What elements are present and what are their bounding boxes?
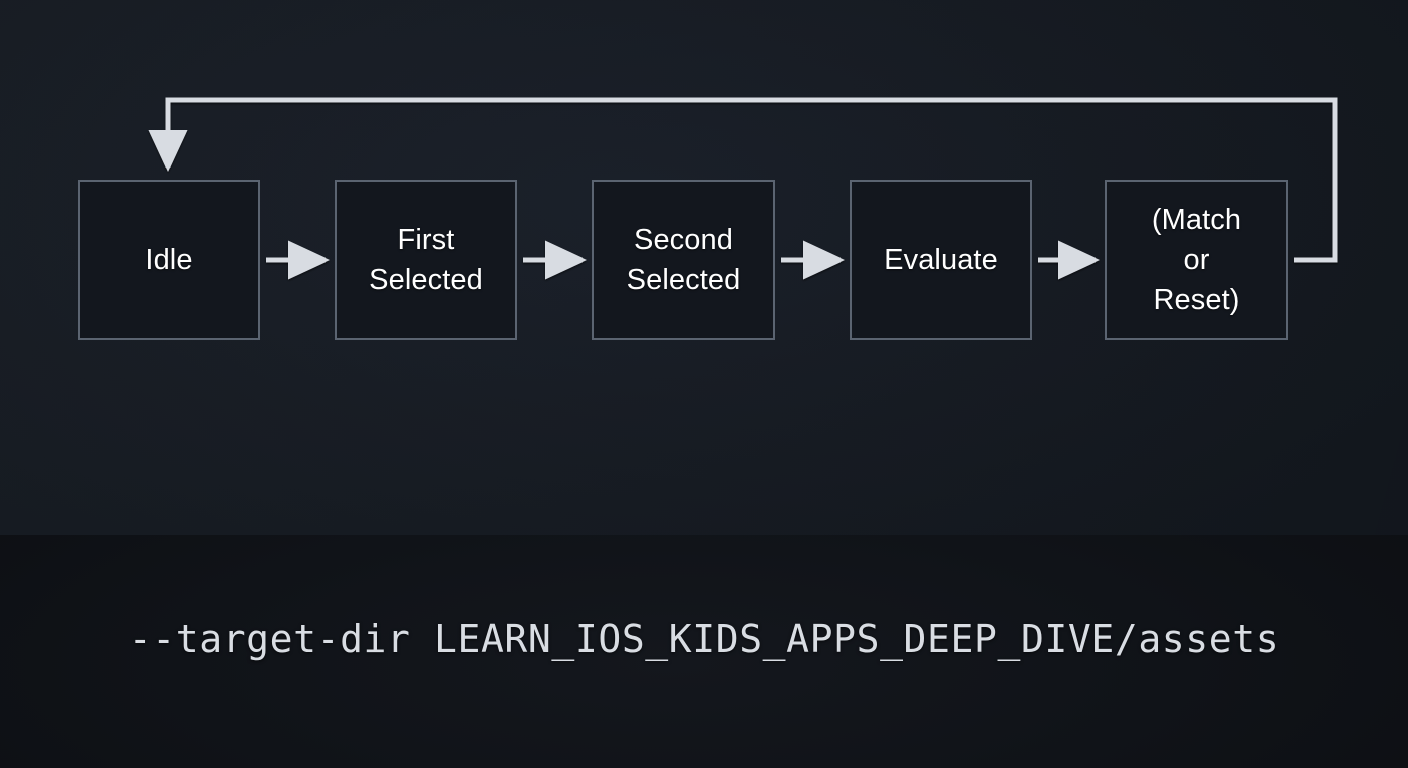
state-box-second-selected[interactable]: Second Selected [592, 180, 775, 340]
state-label-second-selected: Second Selected [626, 223, 741, 296]
state-label-evaluate: Evaluate [884, 243, 998, 276]
state-box-evaluate[interactable]: Evaluate [850, 180, 1032, 340]
state-label-idle: Idle [145, 243, 193, 276]
state-box-match-or-reset[interactable]: (Match or Reset) [1105, 180, 1288, 340]
caption-panel-background [0, 535, 1408, 768]
state-box-first-selected[interactable]: First Selected [335, 180, 517, 340]
state-machine-diagram [148, 97, 1338, 280]
state-box-idle[interactable]: Idle [78, 180, 260, 340]
state-label-first-selected: First Selected [369, 223, 483, 296]
transition-match-back-to-idle [148, 97, 1338, 263]
caption-command-text: --target-dir LEARN_IOS_KIDS_APPS_DEEP_DI… [128, 617, 1280, 661]
state-label-match-or-reset: (Match or Reset) [1151, 203, 1242, 316]
